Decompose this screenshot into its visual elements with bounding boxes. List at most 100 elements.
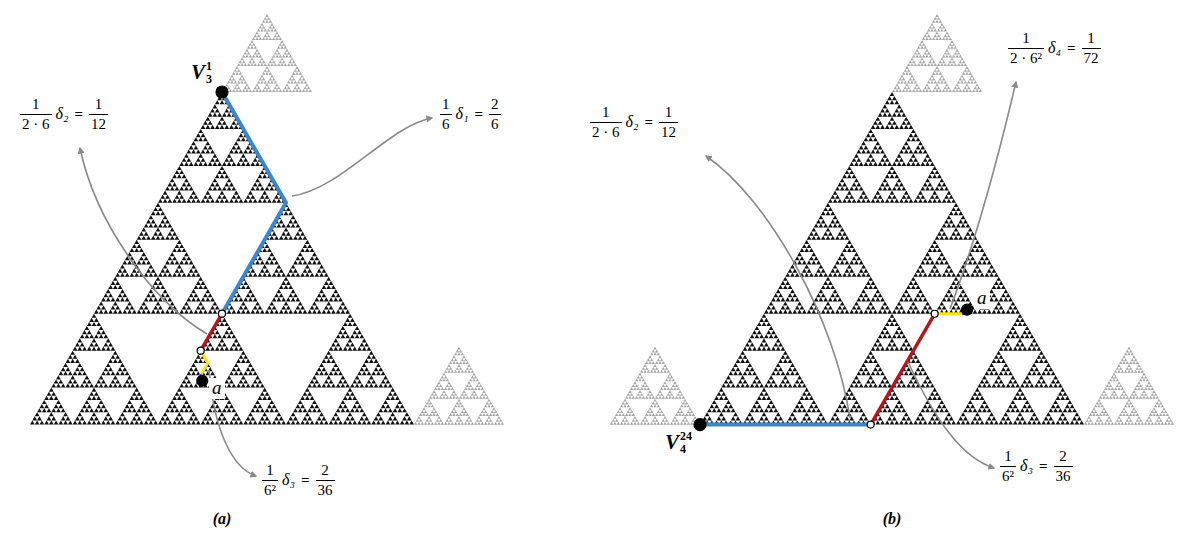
path-segment [871, 314, 935, 425]
leader-arrow [209, 370, 256, 476]
path-point [694, 419, 706, 431]
fraction-numerator: 1 [93, 96, 105, 114]
measure-symbol: δ₂ [626, 113, 639, 131]
sierpinski-gaskets [30, 14, 1174, 425]
measure-symbol: δ₁ [456, 105, 469, 123]
path-point [962, 304, 973, 315]
fraction-numerator: 2 [1057, 448, 1069, 466]
panel-caption: (a) [213, 510, 232, 527]
measure-symbol: δ₃ [282, 471, 295, 489]
measure-symbol: δ₄ [1048, 39, 1061, 57]
measure-expression: 12 · 6δ₂=112 [20, 96, 108, 132]
index-scripts: 244 [680, 430, 692, 455]
vertex-superscript: 24 [680, 430, 692, 443]
fraction-numerator: 1 [440, 96, 452, 114]
point-label-group: a [974, 288, 990, 309]
measure-symbol: δ₂ [56, 105, 69, 123]
fraction-numerator: 1 [264, 462, 276, 480]
fraction-numerator: 2 [489, 96, 501, 114]
fraction-denominator: 36 [1054, 466, 1073, 485]
equals-sign: = [299, 472, 312, 489]
fraction-numerator: 1 [663, 104, 675, 122]
fraction-numerator: 2 [319, 462, 331, 480]
equals-sign: = [1037, 458, 1050, 475]
path-point [197, 347, 204, 354]
leader-arrow [950, 82, 1016, 309]
fraction-denominator: 12 [89, 114, 108, 133]
fraction: 26 [489, 96, 501, 132]
point-label-group: a [209, 378, 225, 399]
fraction-denominator: 6² [1000, 466, 1016, 485]
vertex-label: V244 [665, 430, 692, 455]
gasket-triangle [414, 347, 504, 425]
measure-expression: 12 · 6²δ₄=172 [1008, 30, 1101, 66]
gasket-triangle [892, 14, 982, 92]
equals-sign: = [473, 106, 486, 123]
gasket-triangle [222, 14, 312, 92]
fraction: 16² [262, 462, 278, 498]
gasket-triangle [700, 92, 1084, 425]
measure-expression: 16δ₁=26 [440, 96, 501, 132]
path-point [197, 375, 208, 386]
vertex-superscript: 1 [206, 60, 212, 73]
fraction: 16² [1000, 448, 1016, 484]
coloured-paths [201, 92, 967, 425]
panel-caption: (b) [883, 510, 902, 527]
fraction-denominator: 2 · 6 [590, 122, 622, 141]
gasket-triangle [610, 347, 700, 425]
equals-sign: = [73, 106, 86, 123]
path-points [197, 86, 973, 431]
fraction-denominator: 6 [489, 114, 501, 133]
path-point [219, 310, 226, 317]
path-segment [935, 312, 963, 315]
fraction: 12 · 6² [1008, 30, 1044, 66]
fraction-denominator: 6 [440, 114, 452, 133]
fraction: 16 [440, 96, 452, 132]
gasket-triangle [30, 92, 414, 425]
path-segment [700, 423, 871, 427]
measure-symbol: δ₃ [1020, 457, 1033, 475]
measure-expression: 12 · 6δ₂=112 [590, 104, 678, 140]
gasket-triangle [1084, 347, 1174, 425]
path-point [867, 421, 874, 428]
measure-expression: 16²δ₃=236 [262, 462, 335, 498]
leader-arrow [292, 118, 432, 196]
vertex-label: V13 [191, 60, 212, 85]
fraction-numerator: 1 [1020, 30, 1032, 48]
fraction: 236 [1054, 448, 1073, 484]
leader-arrow [706, 156, 850, 418]
fraction-numerator: 1 [600, 104, 612, 122]
equals-sign: = [643, 114, 656, 131]
equals-sign: = [1065, 40, 1078, 57]
vertex-subscript: 3 [206, 73, 212, 86]
fraction-denominator: 2 · 6 [20, 114, 52, 133]
fraction: 236 [316, 462, 335, 498]
fraction-denominator: 2 · 6² [1008, 48, 1044, 67]
fraction: 12 · 6 [590, 104, 622, 140]
fraction-denominator: 72 [1082, 48, 1101, 67]
vertex-name: V [191, 61, 205, 84]
path-segment [222, 92, 286, 314]
fraction: 172 [1082, 30, 1101, 66]
fraction-numerator: 1 [30, 96, 42, 114]
panel-caption-group: (b) [883, 510, 902, 528]
index-scripts: 13 [206, 60, 212, 85]
fraction: 112 [89, 96, 108, 132]
vertex-name: V [665, 431, 679, 454]
leader-lines [80, 82, 1016, 476]
measure-expression: 16²δ₃=236 [1000, 448, 1073, 484]
fraction: 112 [659, 104, 678, 140]
vertex-subscript: 4 [680, 443, 692, 456]
point-label: a [212, 377, 222, 398]
fraction-denominator: 36 [316, 480, 335, 499]
point-label: a [977, 287, 987, 308]
fraction-numerator: 1 [1085, 30, 1097, 48]
panel-caption-group: (a) [213, 510, 232, 528]
leader-arrow [908, 362, 994, 468]
fraction-numerator: 1 [1002, 448, 1014, 466]
path-point [931, 310, 938, 317]
fraction-denominator: 6² [262, 480, 278, 499]
fraction-denominator: 12 [659, 122, 678, 141]
leader-arrow [80, 148, 207, 334]
